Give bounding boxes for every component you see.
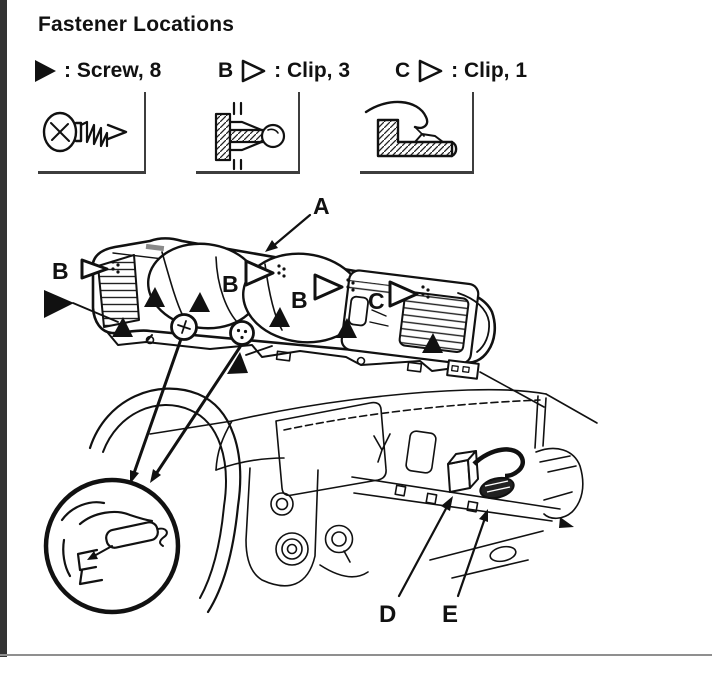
callout-b-right: B xyxy=(291,287,308,313)
legend-clip-b-letter: B xyxy=(218,59,234,82)
screw-marker xyxy=(227,352,248,374)
bottom-divider xyxy=(0,654,712,656)
legend-item-clip-c: C : Clip, 1 xyxy=(395,57,527,85)
legend-item-screw: : Screw, 8 xyxy=(33,57,161,85)
hook-clip-icon xyxy=(364,100,458,158)
switch-opening xyxy=(348,295,369,327)
screw-marker xyxy=(44,290,74,318)
magnifier-detail xyxy=(43,477,181,615)
screw-marker xyxy=(144,287,165,307)
legend-clip-c-letter: C xyxy=(395,59,411,82)
left-vent xyxy=(97,254,140,328)
callout-b-left: B xyxy=(52,258,69,284)
legend-screw-label: : Screw, 8 xyxy=(64,59,162,82)
screw-markers xyxy=(44,287,443,374)
clip-b-example-box xyxy=(196,92,300,174)
push-clip-icon xyxy=(214,101,286,171)
clip-marker-b xyxy=(244,259,275,287)
clip-marker-b xyxy=(313,273,344,301)
callout-b-middle: B xyxy=(222,271,239,297)
screw-example-box xyxy=(38,92,146,174)
legend-clip-c-label: : Clip, 1 xyxy=(451,59,528,82)
dashboard-sketch xyxy=(88,371,598,614)
filled-triangle-icon xyxy=(35,60,56,82)
callout-c: C xyxy=(368,288,385,314)
screw-marker xyxy=(336,318,357,338)
magnifier-leader-lines xyxy=(130,337,242,484)
screw-marker xyxy=(422,333,443,353)
left-edge-bar xyxy=(0,0,7,657)
screw-marker xyxy=(112,317,133,337)
screw-marker xyxy=(189,292,210,312)
legend-item-clip-b: B : Clip, 3 xyxy=(218,57,350,85)
connector-d xyxy=(447,447,526,493)
callout-arrows xyxy=(265,213,488,598)
page-title: Fastener Locations xyxy=(38,13,235,36)
callout-e: E xyxy=(442,601,458,628)
clip-markers xyxy=(80,258,430,308)
callout-d: D xyxy=(379,601,396,628)
clip-marker-b xyxy=(80,258,109,280)
callout-a: A xyxy=(313,193,330,219)
open-triangle-icon xyxy=(418,59,443,83)
open-triangle-icon xyxy=(241,59,266,83)
legend-clip-b-label: : Clip, 3 xyxy=(274,59,351,82)
connector-e xyxy=(479,476,515,500)
circled-screw-fasteners xyxy=(170,313,255,346)
screw-marker xyxy=(269,307,290,327)
screw-icon xyxy=(42,111,128,153)
clip-marker-c xyxy=(388,280,419,308)
clip-c-example-box xyxy=(360,92,474,174)
